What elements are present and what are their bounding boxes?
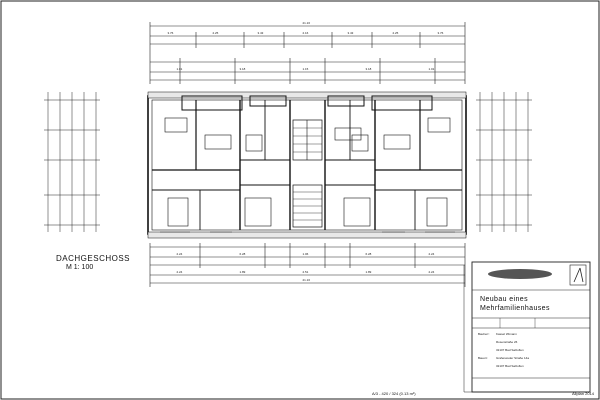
title-block-field-value: Kassel Wimann (496, 332, 517, 336)
redaction-mark (488, 269, 552, 279)
dimension-label-top: 3.18 (239, 67, 246, 71)
title-block-field-label: Bauherr: (478, 332, 490, 336)
title-block-field-label: Bauort: (478, 356, 488, 360)
dimension-label-top: 3.43 (257, 31, 264, 35)
project-title-line-2: Mehrfamilienhauses (480, 305, 550, 312)
dimension-label-top: 3.18 (365, 67, 372, 71)
dimension-label-bottom: 6.28 (365, 252, 372, 256)
dimension-overall-top: 21.16 (302, 21, 311, 25)
title-block-field-value: Rosenstraße 26 (496, 340, 518, 344)
plan-title: DACHGESCHOSS (56, 254, 131, 263)
dimension-label-bottom: 6.28 (239, 252, 246, 256)
building-plan (147, 91, 467, 239)
title-block-field-value: 32107 Bad Salzuflen (496, 364, 524, 368)
dimension-label-bottom: 2.24 (176, 252, 183, 256)
plan-scale: M 1: 100 (66, 264, 94, 271)
dimension-label-top: 3.76 (167, 31, 174, 35)
title-block (463, 261, 591, 393)
dimension-label-top: 2.25 (212, 31, 219, 35)
project-title-line-1: Neubau eines (480, 296, 528, 303)
dimension-label-bottom: 2.24 (428, 252, 435, 256)
side-dimension-chains (44, 92, 532, 232)
dimension-label-top: 1.15 (302, 67, 309, 71)
dimension-label-bottom: 2.24 (176, 270, 183, 274)
title-block-field-value: 32107 Bad Salzuflen (496, 348, 524, 352)
dimension-label-top: 2.25 (392, 31, 399, 35)
sheet-format-note: A/3 - 420 / 324 (0.13 m²) (372, 391, 416, 396)
dimension-label-bottom: 1.89 (239, 270, 246, 274)
dimension-label-top: 1.01 (428, 67, 435, 71)
bottom-dimension-chains (149, 243, 466, 287)
dimension-label-top: 2.16 (302, 31, 309, 35)
dimension-label-top: 3.43 (347, 31, 354, 35)
dimension-overall-bottom: 21.16 (302, 278, 311, 282)
dimension-label-top: 3.76 (437, 31, 444, 35)
dimension-label-bottom: 1.89 (365, 270, 372, 274)
title-block-field-value: Grafenweder Straße 14a (496, 356, 530, 360)
dimension-label-bottom: 2.51 (302, 270, 309, 274)
dimension-label-bottom: 2.24 (428, 270, 435, 274)
cad-program-label: Allplan 2014 (572, 391, 595, 396)
dimension-label-bottom: 1.06 (302, 252, 309, 256)
top-dimension-chains (149, 22, 466, 84)
dimension-label-top: 1.01 (176, 67, 183, 71)
